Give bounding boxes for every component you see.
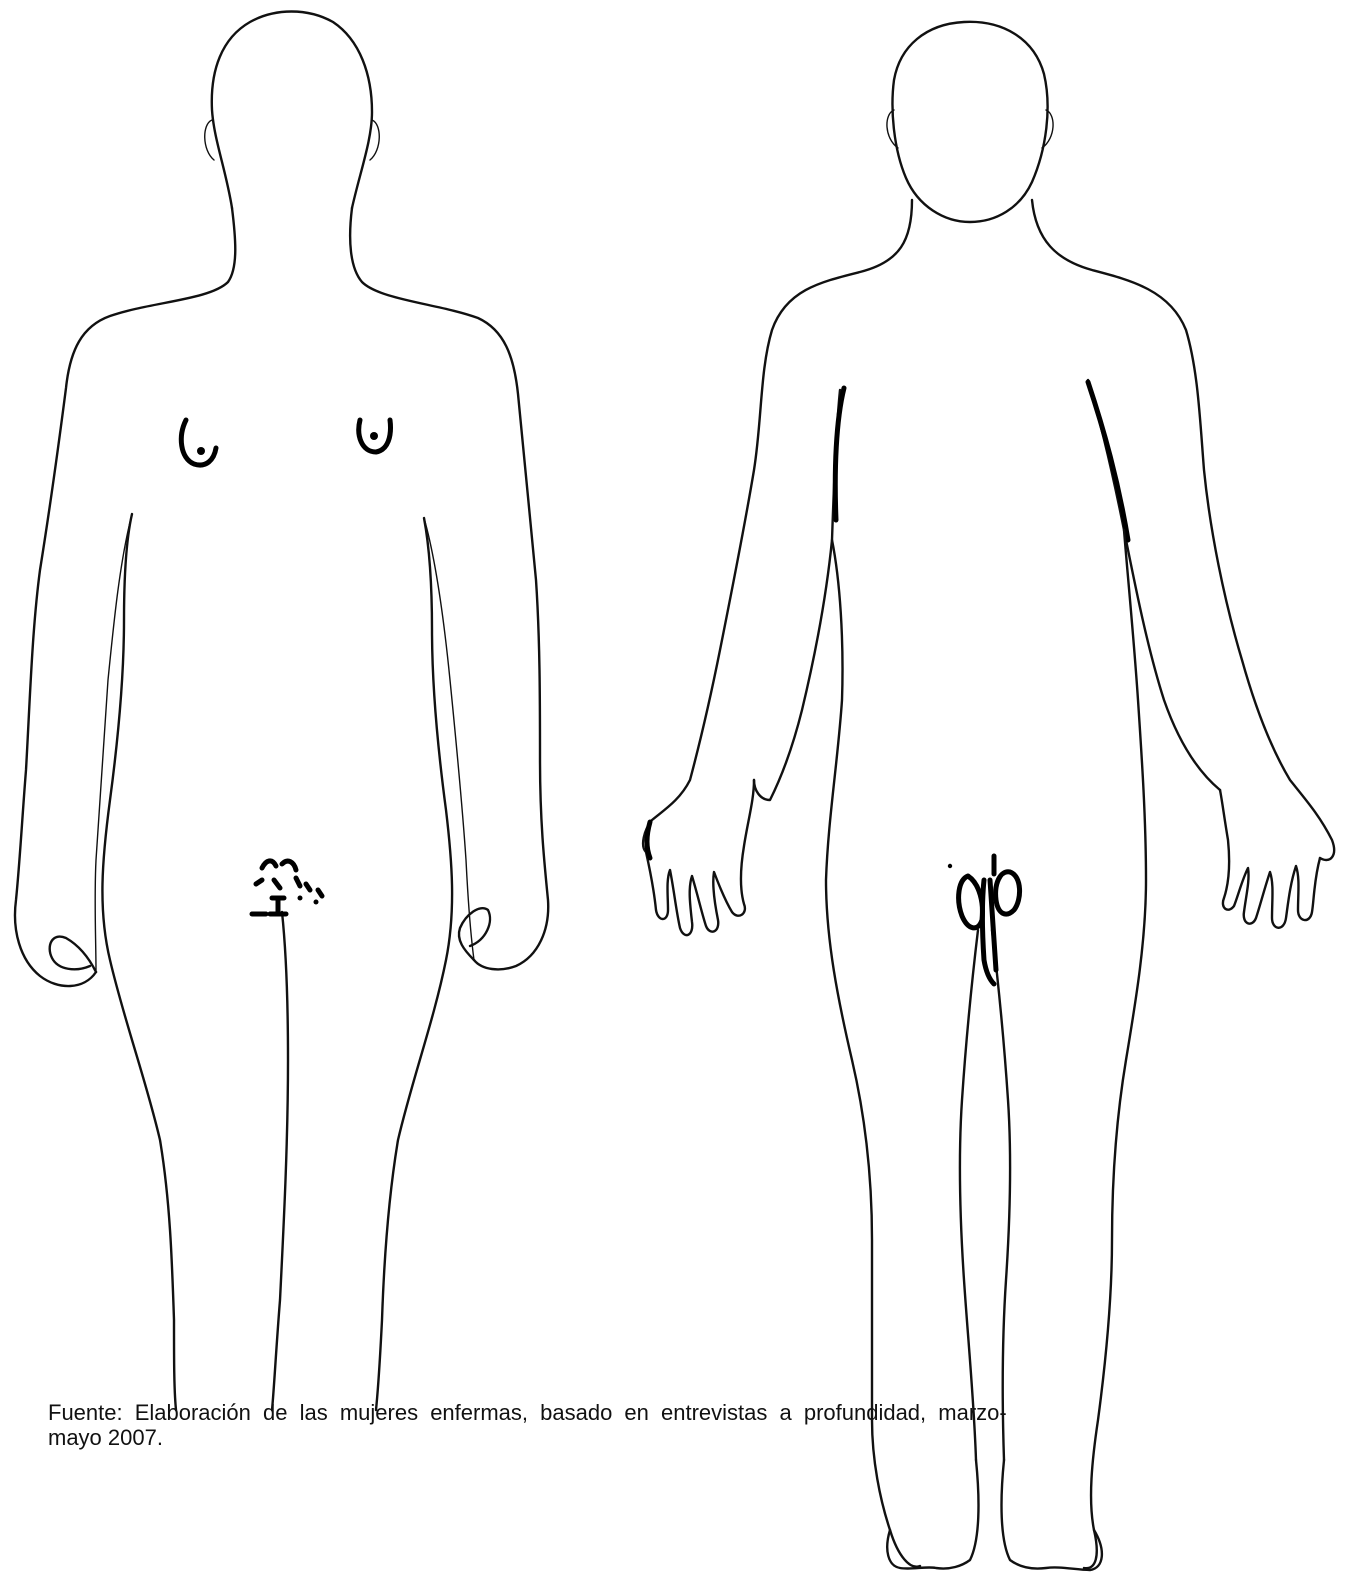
- male-left-armpit-shade: [835, 388, 844, 520]
- female-inner-leg-line: [272, 912, 288, 1410]
- male-genital-marks: [948, 856, 1020, 984]
- male-left-side-outline: [643, 200, 912, 852]
- female-right-hand: [459, 908, 490, 960]
- source-caption: Fuente: Elaboración de las mujeres enfer…: [48, 1400, 1208, 1450]
- male-right-foot: [1002, 1460, 1102, 1570]
- female-left-torso-leg: [102, 514, 176, 1410]
- female-body-figure: [15, 12, 548, 1411]
- male-left-foot: [887, 1460, 978, 1569]
- female-pubic-marks: [252, 861, 322, 914]
- female-left-ear: [205, 120, 214, 160]
- female-right-nipple: [370, 432, 378, 440]
- female-left-inner-arm: [95, 514, 132, 972]
- female-right-side-outline: [350, 208, 548, 969]
- male-right-side-outline: [1032, 200, 1334, 860]
- caption-line-2: mayo 2007.: [48, 1425, 1208, 1450]
- caption-line-1: Fuente: Elaboración de las mujeres enfer…: [48, 1400, 1208, 1425]
- male-head-outline: [893, 22, 1048, 222]
- female-right-torso-leg: [376, 518, 452, 1410]
- female-left-hand: [50, 937, 96, 972]
- female-left-nipple: [197, 447, 205, 455]
- male-left-inner-arm: [754, 390, 840, 800]
- male-right-hand: [1220, 790, 1320, 928]
- male-left-wrist-shade: [647, 822, 650, 858]
- male-inner-left-leg: [960, 930, 978, 1460]
- female-left-breast: [181, 420, 216, 465]
- male-inner-right-leg: [992, 930, 1010, 1460]
- male-left-hand: [646, 780, 754, 935]
- male-body-figure: [643, 22, 1334, 1570]
- female-head-outline: [212, 12, 372, 209]
